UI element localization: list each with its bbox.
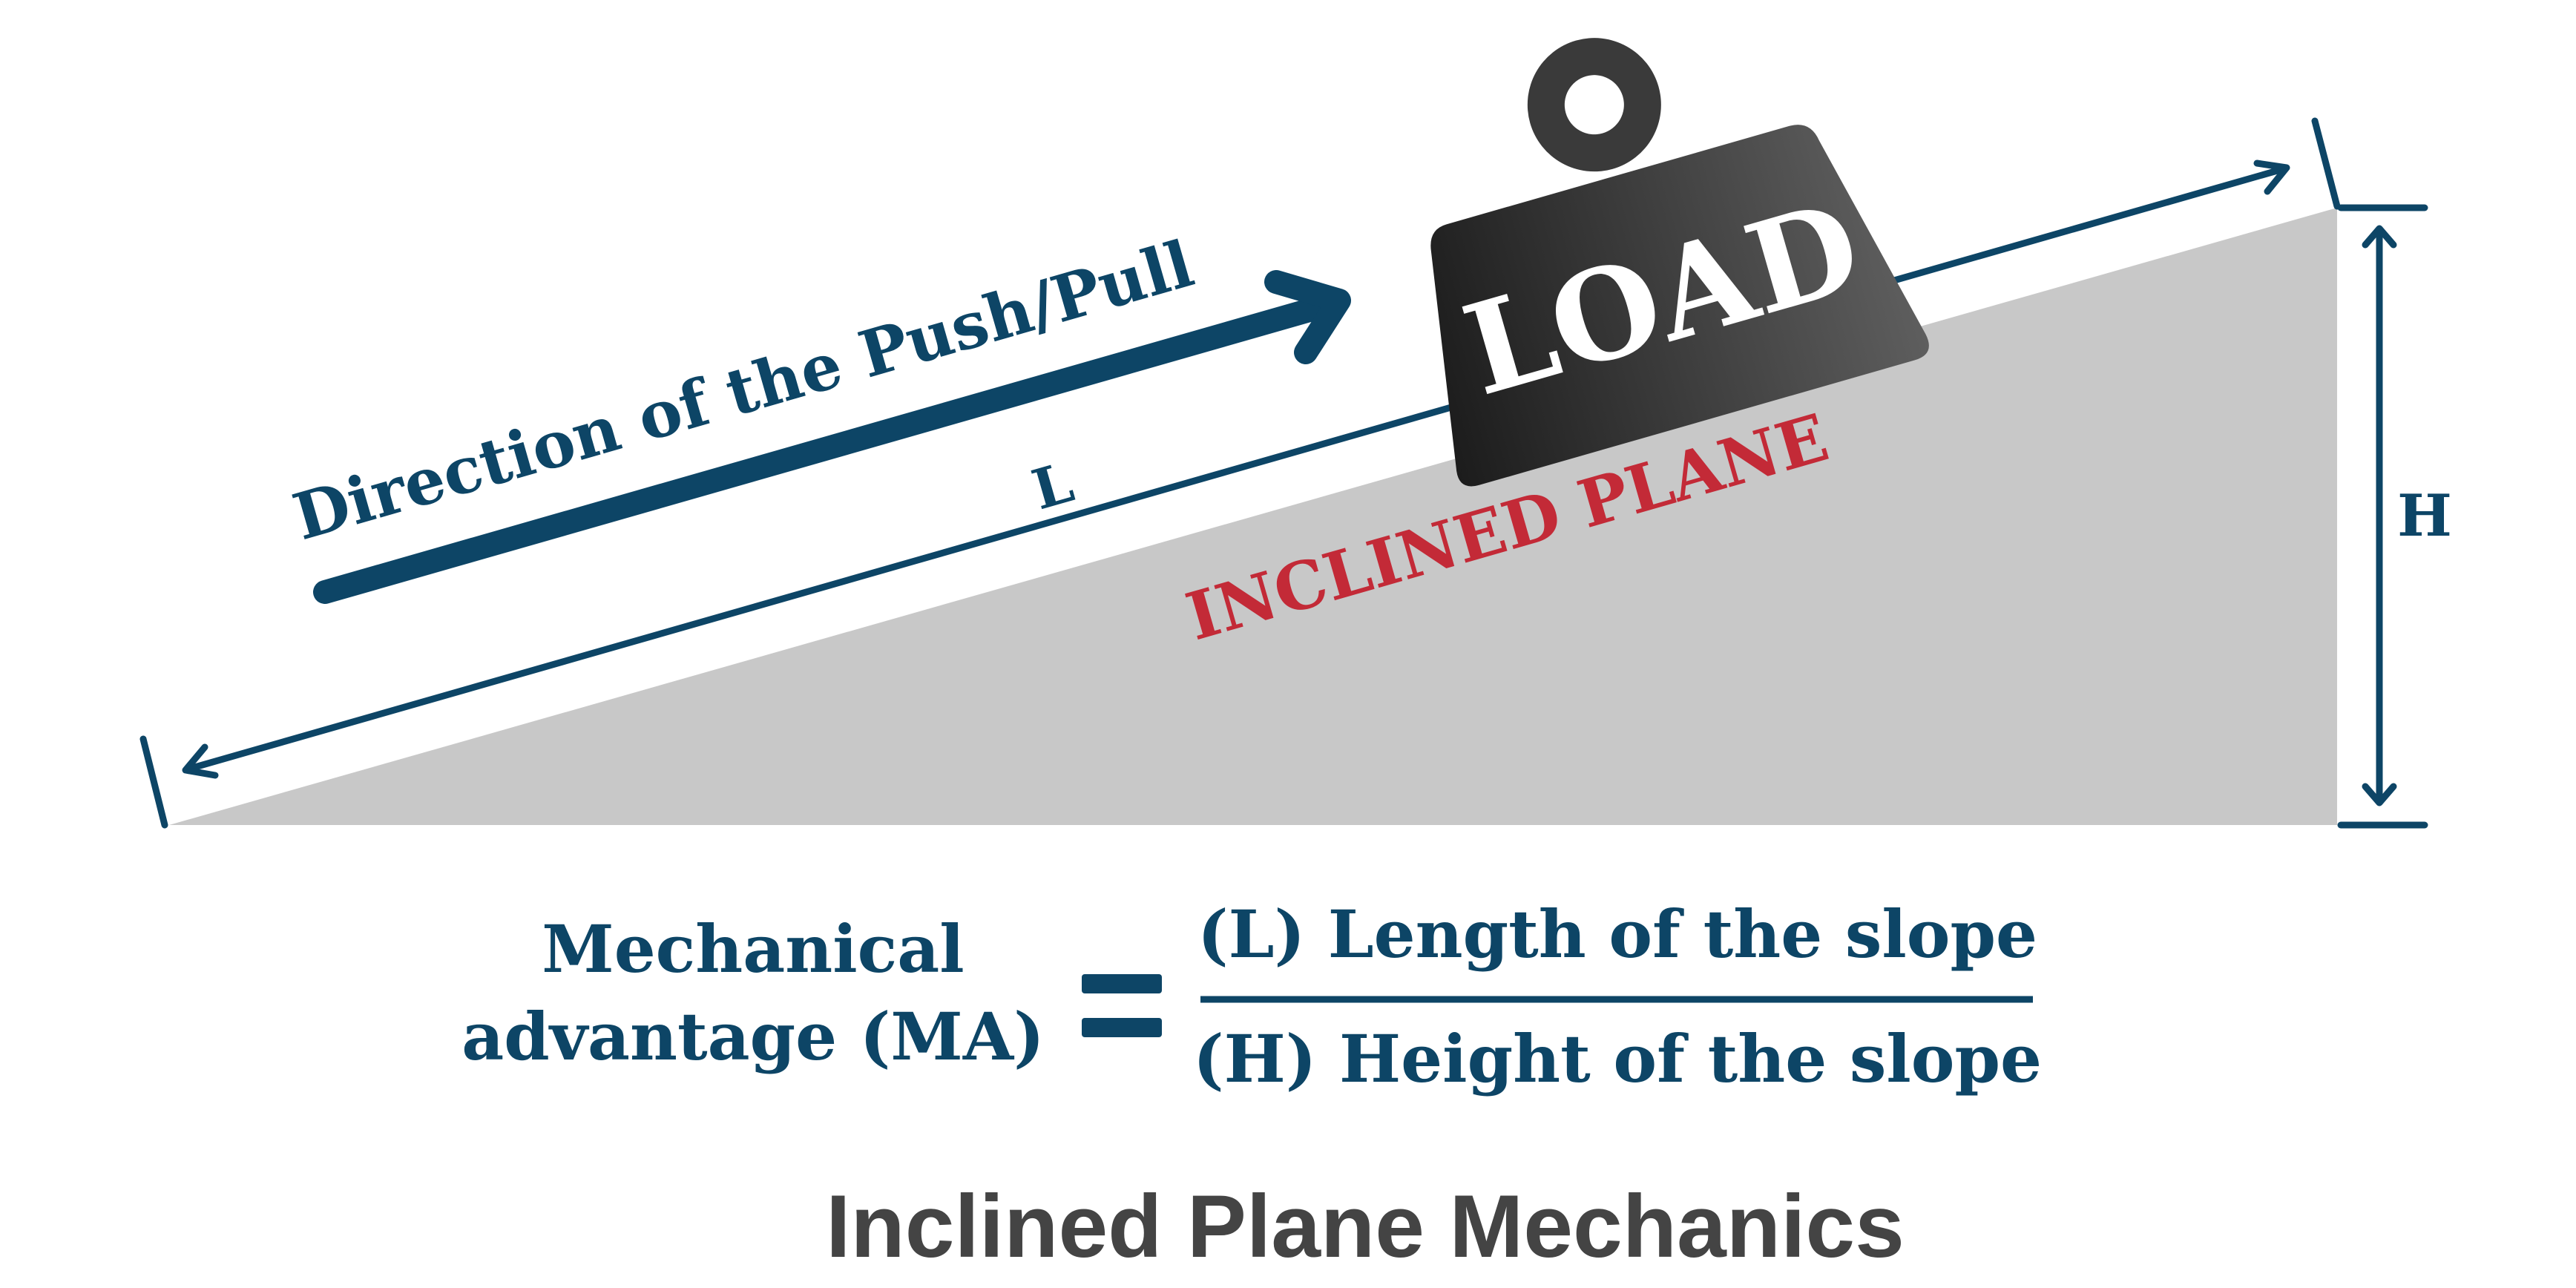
length-tick-top <box>2311 117 2341 210</box>
height-arrowhead-top <box>2362 225 2397 249</box>
formula-lhs-line2: advantage (MA) <box>461 998 1044 1075</box>
formula-denominator: (H) Height of the slope <box>1193 1020 2042 1097</box>
push-pull-arrow-shaft <box>313 291 1347 604</box>
length-label: L <box>1025 450 1080 522</box>
formula-numerator: (L) Length of the slope <box>1197 896 2037 973</box>
length-arrowhead-top <box>2253 160 2290 195</box>
length-arrowhead-bottom <box>182 743 219 779</box>
equals-sign <box>1082 974 1162 1037</box>
height-dimension <box>2337 204 2428 829</box>
load-ring-hole <box>1564 75 1624 135</box>
load-body <box>1430 125 1929 487</box>
ramp-triangle <box>169 208 2337 825</box>
push-pull-arrowhead <box>1264 270 1351 364</box>
formula-lhs-line1: Mechanical <box>542 910 964 988</box>
load-weight: LOAD <box>1430 38 1929 487</box>
push-pull-arrow <box>313 270 1351 604</box>
length-dimension <box>139 117 2341 829</box>
height-label: H <box>2397 482 2452 550</box>
length-dimension-line <box>183 165 2289 773</box>
diagram-title: Inclined Plane Mechanics <box>826 1177 1905 1276</box>
length-tick-bottom <box>139 735 168 829</box>
equals-bar-top <box>1082 974 1162 993</box>
equals-bar-bottom <box>1082 1018 1162 1037</box>
height-arrowhead-bottom <box>2362 783 2397 806</box>
